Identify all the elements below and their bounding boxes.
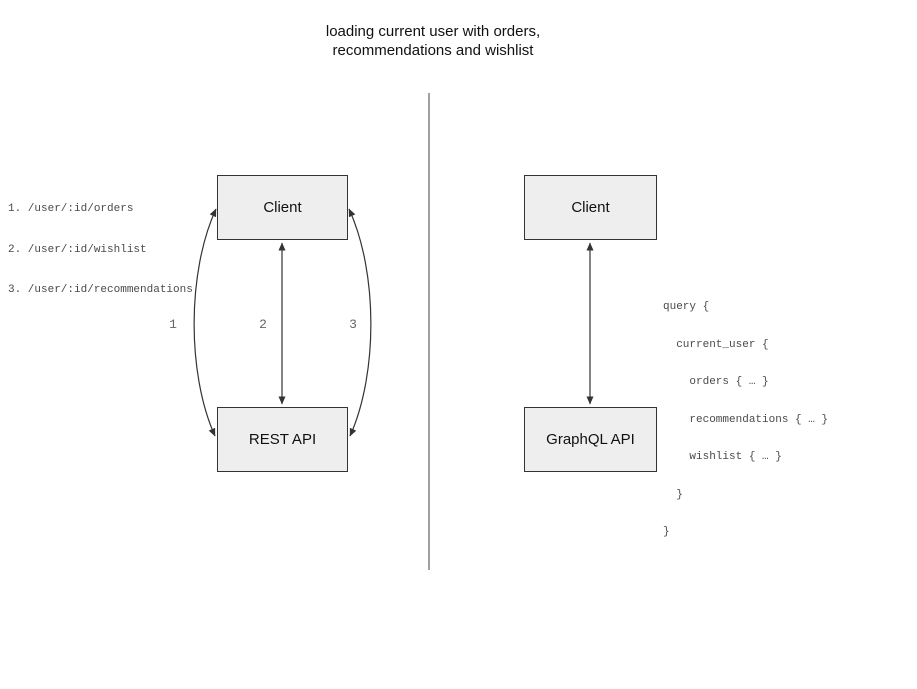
- graphql-query-snippet: query { current_user { orders { … } reco…: [663, 276, 828, 564]
- rest-client-box: Client: [217, 175, 348, 240]
- graphql-client-box: Client: [524, 175, 657, 240]
- diagram-title: loading current user with orders, recomm…: [233, 22, 633, 60]
- rest-client-label: Client: [263, 199, 302, 216]
- query-line: recommendations { … }: [663, 413, 829, 426]
- graphql-api-box: GraphQL API: [524, 407, 657, 472]
- arrow-label-2: 2: [259, 317, 267, 332]
- title-line-2: recommendations and wishlist: [332, 42, 534, 59]
- graphql-client-label: Client: [571, 199, 610, 216]
- query-line: wishlist { … }: [663, 451, 782, 463]
- graphql-api-label: GraphQL API: [546, 431, 635, 448]
- rest-endpoint-orders: 1. /user/:id/orders: [8, 203, 134, 215]
- rest-arrow-1-curve: [193, 208, 217, 437]
- rest-endpoints-list: 1. /user/:id/orders 2. /user/:id/wishlis…: [8, 176, 193, 325]
- title-line-1: loading current user with orders,: [325, 23, 541, 40]
- query-line: query {: [663, 301, 710, 313]
- rest-endpoint-wishlist: 2. /user/:id/wishlist: [8, 243, 147, 256]
- arrow-label-3: 3: [349, 317, 357, 332]
- rest-endpoint-recommendations: 3. /user/:id/recommendations: [8, 284, 193, 296]
- arrow-label-1: 1: [169, 317, 177, 332]
- query-line: }: [663, 488, 683, 501]
- rest-api-label: REST API: [248, 431, 317, 448]
- rest-api-box: REST API: [217, 407, 348, 472]
- query-line: current_user {: [663, 338, 769, 351]
- query-line: orders { … }: [663, 376, 769, 388]
- query-line: }: [663, 526, 670, 538]
